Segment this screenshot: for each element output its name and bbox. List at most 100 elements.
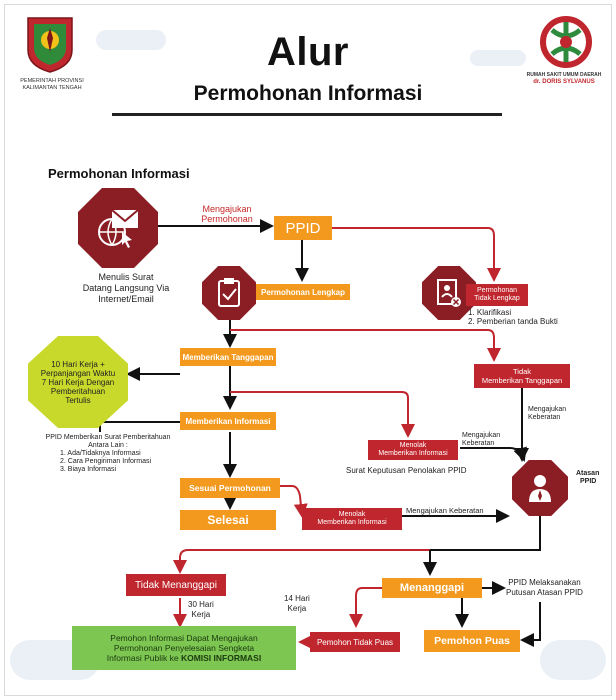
keberatan-2a: Mengajukan <box>462 432 501 439</box>
pemberitahuan-3: 1. Ada/Tidaknya Informasi <box>60 450 141 457</box>
start-caption-1: Menulis Surat <box>98 272 154 282</box>
arrow-split-left <box>173 549 430 574</box>
atasan-node <box>512 460 568 516</box>
lengkap-label: Permohonan Lengkap <box>256 284 350 300</box>
person-icon <box>529 475 551 502</box>
hari30-label: 30 Hari Kerja <box>188 600 214 620</box>
arrow-menolak1-to-atasan <box>460 446 527 462</box>
komisi-1: Pemohon Informasi Dapat Mengajukan <box>110 633 258 643</box>
komisi-3a: Informasi Publik ke <box>106 653 181 663</box>
menolak-2-node: Menolak Memberikan Informasi <box>302 508 402 530</box>
decor-cloud <box>96 30 166 50</box>
komisi-2: Permohonan Penyelesaian Sengketa <box>113 643 255 653</box>
atasan-1: Atasan <box>576 470 600 477</box>
keberatan-label-3: Mengajukan Keberatan <box>406 506 484 515</box>
klarifikasi-1: 1. Klarifikasi <box>468 308 512 317</box>
tidak-lengkap-1: Permohonan <box>476 287 518 294</box>
lengkap-icon-node <box>202 266 256 320</box>
sesuai-node: Sesuai Permohonan <box>180 478 280 498</box>
hospital-logo-icon <box>540 16 592 68</box>
tidak-tanggapan-node: Tidak Memberikan Tanggapan <box>474 364 570 388</box>
mail-globe-icon <box>98 209 139 248</box>
title-underline <box>112 113 502 116</box>
hospital-name: RUMAH SAKIT UMUM DAERAH <box>526 72 602 78</box>
memberikan-tanggapan-node: Memberikan Tanggapan <box>180 348 276 366</box>
selesai-node: Selesai <box>180 510 276 530</box>
decor-cloud <box>540 640 606 680</box>
keberatan-label-1: Mengajukan Keberatan <box>528 406 566 422</box>
pemberitahuan-5: 3. Biaya Informasi <box>60 466 117 473</box>
menolak-1-node: Menolak Memberikan Informasi <box>368 440 458 460</box>
arrow-to-tidak-tanggapan <box>230 329 501 362</box>
deadline-4: Pemberitahuan <box>50 386 106 396</box>
hospital-name-2: dr. DORIS SYLVANUS <box>533 79 595 85</box>
ppid-laksana-2: Putusan Atasan PPID <box>506 588 583 597</box>
hari14-1: 14 Hari <box>284 594 310 603</box>
keberatan-label-2: Mengajukan Keberatan <box>462 432 500 448</box>
menanggapi-node: Menanggapi <box>382 578 482 598</box>
start-caption-2: Datang Langsung Via Internet/Email <box>82 283 170 304</box>
pemberitahuan-4: 2. Cara Pengiriman Informasi <box>60 458 152 465</box>
komisi-node: Pemohon Informasi Dapat Mengajukan Permo… <box>72 626 296 670</box>
menolak-1a: Menolak <box>399 442 427 449</box>
document-reject-icon <box>437 279 461 307</box>
hospital-logo-text: RUMAH SAKIT UMUM DAERAH dr. DORIS SYLVAN… <box>516 72 612 86</box>
tidak-puas-node: Pemohon Tidak Puas <box>310 632 400 652</box>
tidak-menanggapi-node: Tidak Menanggapi <box>126 574 226 596</box>
arrow-to-menolak-2 <box>280 485 308 518</box>
klarifikasi-2: 2. Pemberian tanda Bukti <box>468 317 558 326</box>
arrow-to-menolak-1 <box>230 391 415 438</box>
arrow-menanggapi-to-tidak-puas <box>349 587 392 628</box>
arrow-ppid-to-tidak-lengkap <box>332 227 501 282</box>
province-logo-text: PEMERINTAH PROVINSI KALIMANTAN TENGAH <box>20 78 84 91</box>
pemberitahuan-text: PPID Memberikan Surat Pemberitahuan Anta… <box>38 434 178 474</box>
start-caption: Menulis Surat Datang Langsung Via Intern… <box>56 272 196 305</box>
menolak-1b: Memberikan Informasi <box>378 450 448 457</box>
tidak-tanggapan-1: Tidak <box>512 367 532 376</box>
hari30-2: Kerja <box>191 610 211 619</box>
deadline-node: 10 Hari Kerja + Perpanjangan Waktu 7 Har… <box>28 336 128 428</box>
clipboard-check-icon <box>218 278 240 307</box>
page-subtitle: Permohonan Informasi <box>193 82 423 105</box>
submit-label: Mengajukan Permohonan <box>182 204 272 224</box>
deadline-text: 10 Hari Kerja + Perpanjangan Waktu 7 Har… <box>41 360 115 405</box>
menolak-2b: Memberikan Informasi <box>317 519 387 526</box>
atasan-2: PPID <box>580 478 597 485</box>
komisi-3: Informasi Publik ke KOMISI INFORMASI <box>107 653 261 663</box>
komisi-3b: KOMISI INFORMASI <box>180 653 262 663</box>
tidak-tanggapan-2: Memberikan Tanggapan <box>481 376 563 385</box>
puas-node: Pemohon Puas <box>424 630 520 652</box>
deadline-3: 7 Hari Kerja Dengan <box>41 377 115 387</box>
section-title: Permohonan Informasi <box>48 166 190 181</box>
pemberitahuan-1: PPID Memberikan Surat Pemberitahuan <box>45 434 171 441</box>
submit-label-2: Permohonan <box>201 214 253 224</box>
keberatan-2b: Keberatan <box>462 440 495 447</box>
atasan-label: Atasan PPID <box>576 470 599 486</box>
klarifikasi-list: 1. Klarifikasi 2. Pemberian tanda Bukti <box>468 308 588 326</box>
arrow-atasan-down <box>430 508 541 551</box>
tidak-lengkap-2: Tidak Lengkap <box>474 295 520 302</box>
ppid-laksana-1: PPID Melaksanakan <box>508 578 581 587</box>
keberatan-1b: Keberatan <box>528 414 561 421</box>
arrow-to-pemberitahuan <box>99 421 180 432</box>
submit-label-1: Mengajukan <box>202 204 252 214</box>
penolakan-caption: Surat Keputusan Penolakan PPID <box>346 466 467 475</box>
hari30-1: 30 Hari <box>188 600 214 609</box>
arrow-laksana-to-puas <box>520 602 541 647</box>
memberikan-informasi-node: Memberikan Informasi <box>180 412 276 430</box>
menolak-2a: Menolak <box>338 511 366 518</box>
ppid-node: PPID <box>274 216 332 240</box>
deadline-1: 10 Hari Kerja + <box>51 359 105 369</box>
deadline-5: Tertulis <box>65 395 91 405</box>
province-logo-icon <box>27 17 73 73</box>
decor-cloud <box>470 50 526 66</box>
keberatan-1a: Mengajukan <box>528 406 567 413</box>
tidak-lengkap-label: Permohonan Tidak Lengkap <box>466 284 528 306</box>
pemberitahuan-2: Antara Lain : <box>88 442 128 449</box>
deadline-2: Perpanjangan Waktu <box>40 368 116 378</box>
hari14-2: Kerja <box>287 604 307 613</box>
ppid-laksana-text: PPID Melaksanakan Putusan Atasan PPID <box>506 578 583 598</box>
page-title: Alur <box>267 30 349 74</box>
hari14-label: 14 Hari Kerja <box>284 594 310 614</box>
